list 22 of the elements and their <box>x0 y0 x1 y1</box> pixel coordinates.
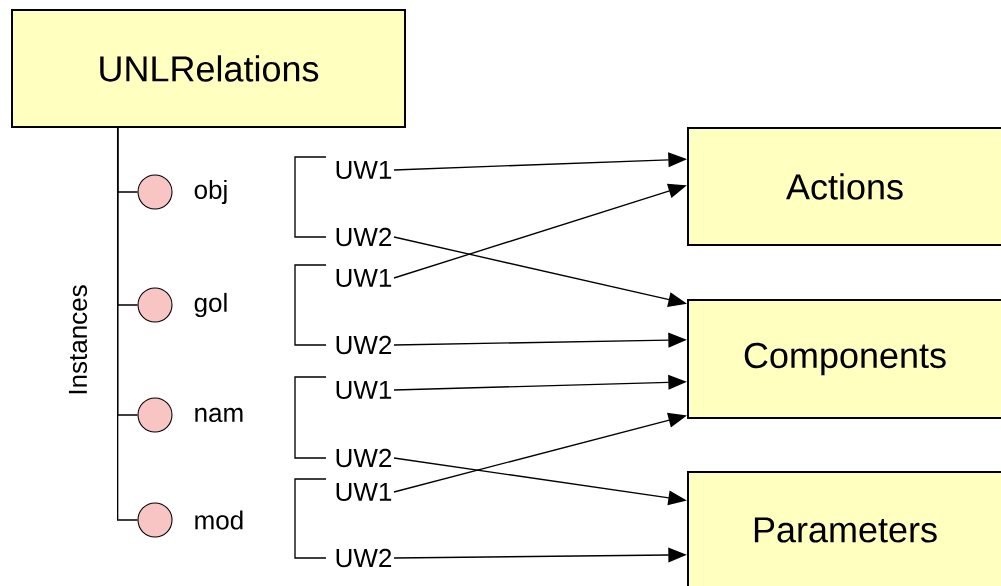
label-box: Components <box>687 299 1001 419</box>
circle-label: nam <box>195 407 243 423</box>
term-label: UW2 <box>336 335 392 355</box>
circle-label: mod <box>195 510 243 530</box>
term-label: UW2 <box>336 448 392 468</box>
label-box: Parameters <box>687 471 1001 586</box>
circle-marker <box>137 174 173 210</box>
label-box: Actions <box>687 127 1001 246</box>
circle-label: gol <box>194 292 227 318</box>
term-label: UW1 <box>336 380 392 400</box>
axis-label: Instances <box>66 281 90 399</box>
term-label: UW1 <box>336 268 392 288</box>
circle-label: obj <box>194 179 227 205</box>
term-label: UW1 <box>336 160 392 180</box>
circle-marker <box>137 287 173 323</box>
term-label: UW2 <box>336 548 392 568</box>
tree-line <box>117 127 139 521</box>
label-box: UNLRelations <box>11 9 406 128</box>
circle-marker <box>137 502 173 538</box>
term-label: UW1 <box>336 482 392 502</box>
term-label: UW2 <box>336 227 392 247</box>
circle-marker <box>137 397 173 433</box>
